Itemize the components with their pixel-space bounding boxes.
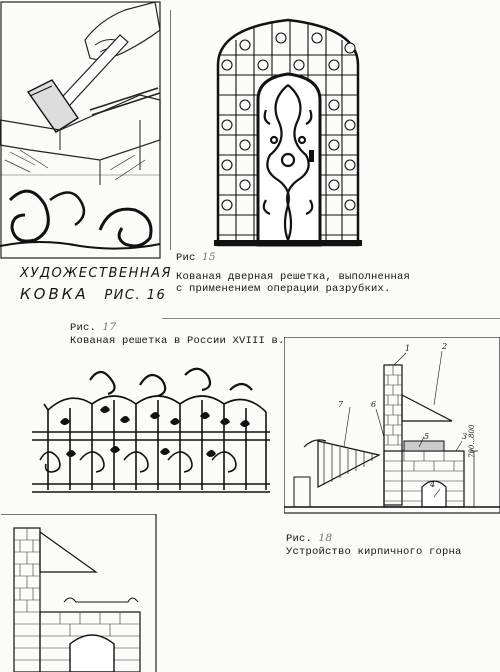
fence-grille-illustration: [32, 367, 270, 493]
forge-label-3: 3: [462, 432, 468, 441]
divider-horizontal: [162, 318, 500, 319]
forge-label-1: 1: [405, 344, 411, 353]
fence-caption-num: 17: [102, 321, 117, 333]
door-caption-line2: с применением операции разрубких.: [176, 283, 391, 295]
forging-illustration: [0, 1, 161, 259]
forge-label-7: 7: [338, 400, 344, 409]
door-caption-ris: Рис: [176, 252, 196, 264]
brick-forge-diagram: [284, 337, 500, 514]
forge-dimension: 700...800: [468, 424, 476, 458]
fence-caption-line1: Кованая решетка в России XVIII в.: [70, 335, 285, 347]
forge-label-2: 2: [442, 342, 448, 351]
forge-caption-ris: Рис.: [286, 533, 313, 545]
door-caption-line1: Кованая дверная решетка, выполненная: [176, 271, 411, 283]
forging-caption-kovka: КОВКА: [20, 285, 89, 303]
forge-caption-num: 18: [318, 532, 333, 544]
forge-partial-illustration: [1, 514, 157, 672]
door-grille-illustration: [170, 10, 362, 250]
forge-caption-line1: Устройство кирпичного горна: [286, 546, 462, 558]
forging-caption-line1: ХУДОЖЕСТВЕННАЯ: [20, 266, 173, 281]
forge-label-4: 4: [430, 480, 436, 489]
door-caption-label: Рис 15: [176, 251, 216, 264]
door-caption-num: 15: [202, 251, 216, 263]
forging-caption-line2: КОВКА РИС. 16: [20, 284, 166, 303]
fence-caption-ris: Рис.: [70, 322, 97, 334]
fence-caption-label: Рис. 17: [70, 321, 116, 334]
forging-caption-fig: РИС. 16: [104, 288, 167, 303]
forge-label-5: 5: [424, 432, 430, 441]
forge-caption-label: Рис. 18: [286, 532, 332, 545]
forge-label-6: 6: [371, 400, 377, 409]
